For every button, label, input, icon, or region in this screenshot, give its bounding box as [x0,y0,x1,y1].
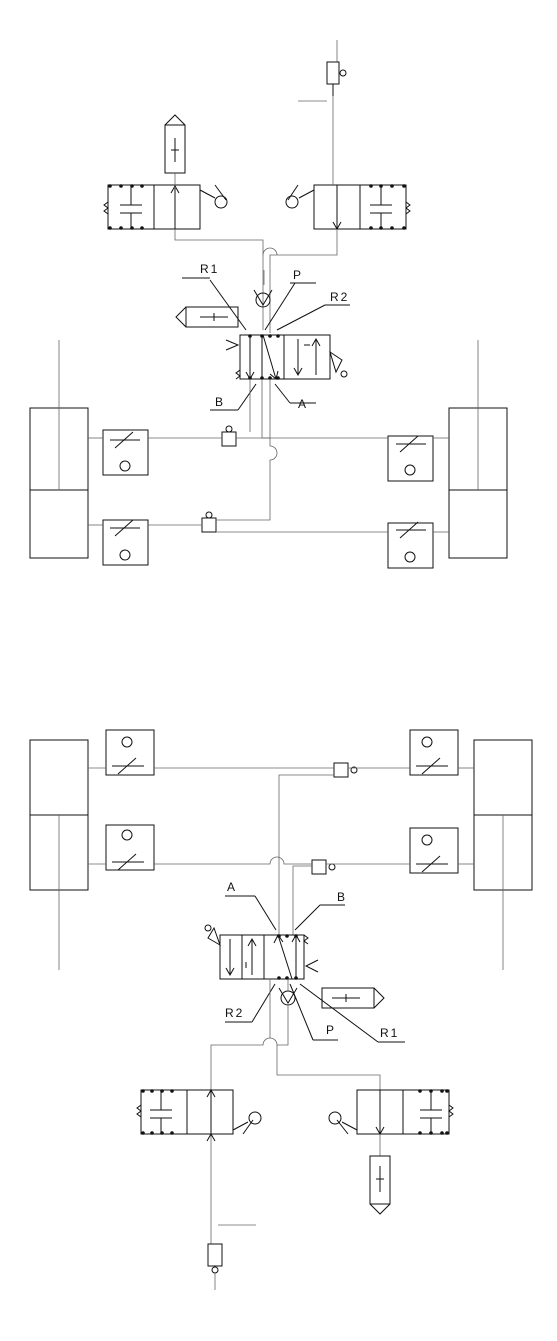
silencer-main-bottom [322,988,384,1008]
label-top-a: A [298,397,308,411]
top-circuit: R1 P R2 B A [30,40,507,568]
label-bottom-r1: R1 [380,1026,399,1040]
label-top-r2: R2 [330,290,349,304]
main-valve-bottom [205,925,318,980]
quick-exhaust-top-1 [222,426,236,446]
flow-control-bottom-right-1 [410,730,458,775]
label-bottom-p: P [326,1023,336,1037]
label-bottom-a: A [227,880,237,894]
flow-control-top-right-1 [388,436,433,481]
flow-control-bottom-left-1 [106,730,154,775]
silencer-main-top [176,307,238,327]
cylinder-bottom-left [30,740,88,970]
exhaust-silencer-bottom [370,1134,390,1214]
quick-exhaust-top-2 [202,512,216,532]
flow-control-top-left-1 [103,430,148,475]
label-bottom-r2: R2 [225,1006,244,1020]
lever-valve-top-right [286,184,410,230]
label-top-b: B [215,395,225,409]
exhaust-silencer-top [165,115,185,185]
label-top-r1: R1 [200,262,219,276]
cylinder-top-right [449,340,507,558]
quick-exhaust-bottom-2 [312,860,335,874]
cylinder-top-left [30,340,88,558]
quick-exhaust-bottom-1 [334,763,357,777]
lever-valve-bottom-right [329,1089,453,1135]
flow-control-bottom-left-2 [106,825,154,870]
label-bottom-b: B [337,890,347,904]
label-top-p: P [293,268,303,282]
cylinder-bottom-right [474,740,532,970]
flow-control-top-left-2 [103,520,148,565]
bottom-circuit: A B R2 P R1 [30,730,532,1290]
lever-valve-top-left [104,184,227,230]
air-source-top [298,40,346,101]
main-valve-top [226,334,347,380]
lever-valve-bottom-left [137,1089,261,1135]
air-source-bottom [207,1134,256,1290]
flow-control-bottom-right-2 [410,828,458,873]
flow-control-top-right-2 [388,522,433,568]
